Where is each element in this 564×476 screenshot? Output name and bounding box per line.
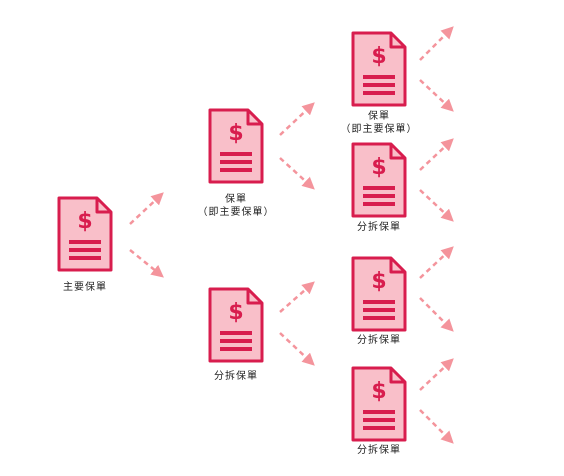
dollar-sign-icon: $ [228, 121, 243, 146]
arrow-top-to-b [279, 157, 315, 190]
arrow-a-out-up [419, 26, 454, 61]
policy-label: 保單 [225, 194, 247, 205]
arrow-c-out-up [419, 246, 454, 279]
dollar-sign-icon: $ [371, 155, 386, 180]
split-policy-document-icon: $ [351, 142, 407, 218]
split-policy-label: 分拆保單 [214, 371, 258, 382]
dollar-sign-icon: $ [371, 379, 386, 404]
arrow-top-to-a [279, 102, 315, 136]
main-policy-label: 主要保單 [63, 282, 107, 293]
main-policy-document-icon: $ [57, 196, 113, 272]
split-policy-document-icon: $ [208, 287, 264, 363]
split-policy-label: 分拆保單 [357, 445, 401, 456]
policy-sublabel: （即主要保單） [340, 124, 418, 135]
split-policy-label: 分拆保單 [357, 222, 401, 233]
dollar-sign-icon: $ [371, 269, 386, 294]
dollar-sign-icon: $ [371, 44, 386, 69]
policy-document-icon: $ [351, 31, 407, 107]
policy-sublabel: （即主要保單） [197, 207, 275, 218]
arrow-main-to-bottom [129, 249, 164, 278]
arrow-d-out-down [419, 409, 454, 444]
split-policy-document-icon: $ [351, 256, 407, 332]
split-policy-label: 分拆保單 [357, 335, 401, 346]
policy-document-icon: $ [208, 108, 264, 184]
policy-label: 保單 [368, 111, 390, 122]
arrow-main-to-top [129, 192, 164, 225]
arrow-b-out-up [419, 138, 454, 171]
dollar-sign-icon: $ [77, 209, 92, 234]
arrow-bottom-to-d [279, 332, 315, 366]
arrow-a-out-down [419, 79, 454, 112]
arrow-c-out-down [419, 297, 454, 332]
dollar-sign-icon: $ [228, 300, 243, 325]
arrow-b-out-down [419, 189, 454, 222]
arrow-bottom-to-c [279, 281, 315, 313]
arrow-d-out-up [419, 358, 454, 391]
split-policy-document-icon: $ [351, 366, 407, 442]
